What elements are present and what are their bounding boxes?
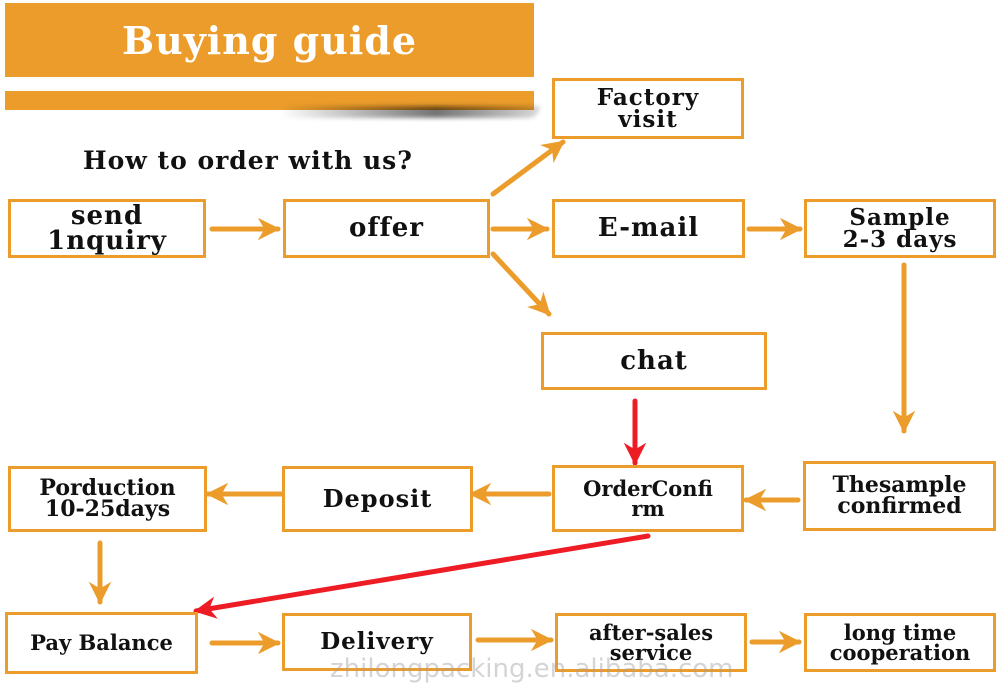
title-banner: Buying guide xyxy=(5,3,534,77)
step-after-sales-label: after-sales service xyxy=(588,619,714,665)
page-subtitle: How to order with us? xyxy=(83,146,413,175)
step-long-time: long time cooperation xyxy=(804,613,996,672)
step-send-inquiry-label: send 1nquiry xyxy=(47,200,167,256)
step-deposit: Deposit xyxy=(282,466,473,532)
step-pay-balance: Pay Balance xyxy=(5,612,198,674)
step-offer-label: offer xyxy=(349,213,424,244)
step-sample: Sample 2-3 days xyxy=(804,199,996,258)
step-sample-confirmed: Thesample confirmed xyxy=(803,461,996,531)
step-deposit-label: Deposit xyxy=(322,483,433,513)
step-factory-visit: Factory visit xyxy=(552,78,744,139)
step-chat-label: chat xyxy=(620,345,688,376)
step-delivery: Delivery xyxy=(282,613,472,671)
step-delivery-label: Delivery xyxy=(320,628,434,656)
step-long-time-label: long time cooperation xyxy=(829,619,971,665)
step-factory-visit-label: Factory visit xyxy=(596,83,700,133)
step-chat: chat xyxy=(541,332,767,390)
step-pay-balance-label: Pay Balance xyxy=(30,630,173,656)
step-production: Porduction 10-25days xyxy=(8,466,207,532)
step-email-label: E-mail xyxy=(597,213,700,244)
step-after-sales: after-sales service xyxy=(555,613,747,672)
watermark: zhilongpacking.en.alibaba.com xyxy=(330,654,734,684)
arrow-offer-to-chat xyxy=(490,251,552,317)
step-order-confirm-label: OrderConfi rm xyxy=(583,475,713,521)
step-email: E-mail xyxy=(552,199,745,258)
arrow-offer-to-factory-visit xyxy=(490,139,566,197)
step-order-confirm: OrderConfi rm xyxy=(552,465,744,532)
arrow-order-to-pay-balance xyxy=(193,533,651,619)
step-sample-label: Sample 2-3 days xyxy=(842,203,958,253)
step-production-label: Porduction 10-25days xyxy=(39,475,176,522)
step-sample-confirmed-label: Thesample confirmed xyxy=(832,472,967,519)
banner-shadow xyxy=(280,106,540,118)
step-send-inquiry: send 1nquiry xyxy=(8,199,206,258)
banner-underline-bar xyxy=(5,91,534,110)
step-offer: offer xyxy=(283,199,490,258)
page-title: Buying guide xyxy=(121,17,418,63)
